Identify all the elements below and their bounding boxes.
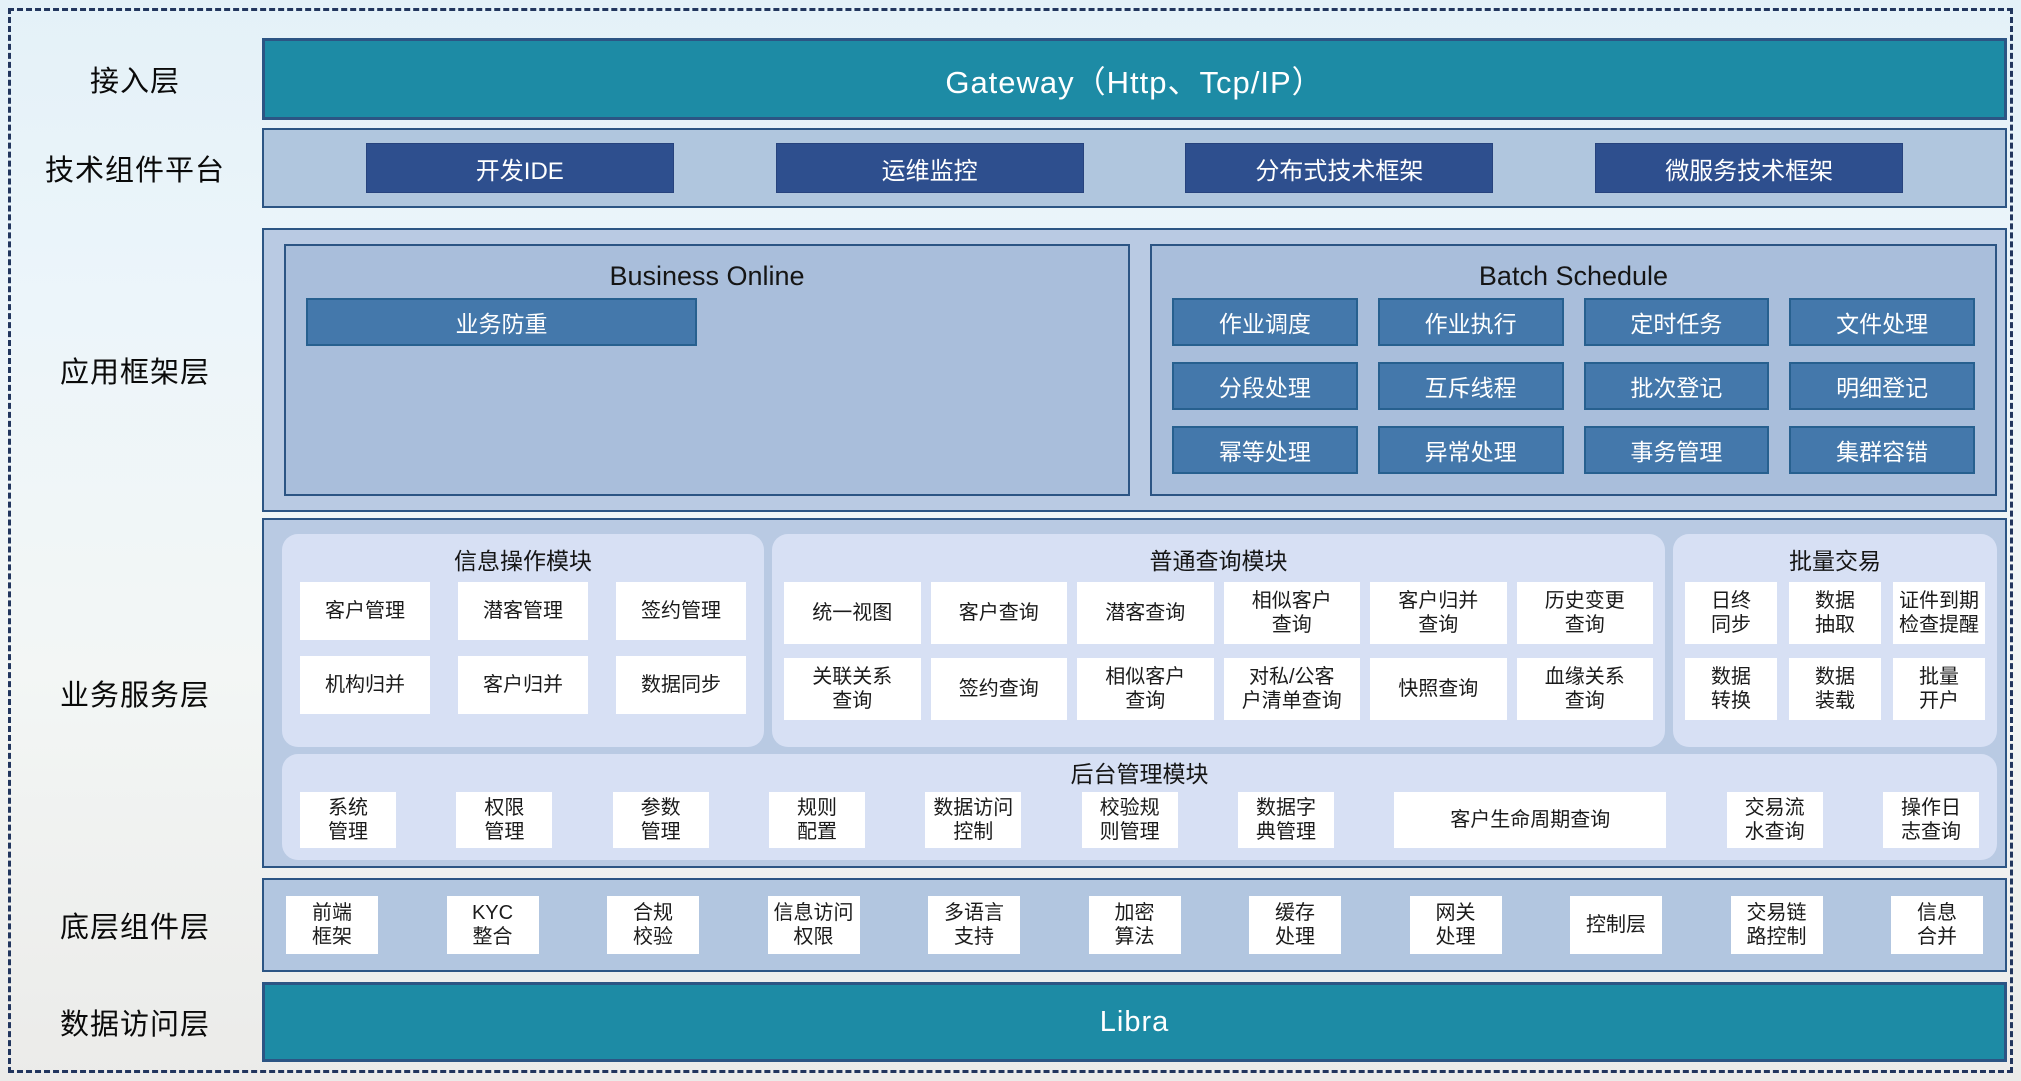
gateway-bar: Gateway（Http、Tcp/IP） [262,38,2007,120]
info-module-cell: 签约管理 [616,582,746,640]
admin-module-cell: 交易流 水查询 [1726,792,1823,848]
batch-trade-title: 批量交易 [1789,548,1881,574]
query-module-cell: 相似客户 查询 [1077,658,1214,720]
batch-schedule-grid: 作业调度作业执行定时任务文件处理分段处理互斥线程批次登记明细登记幂等处理异常处理… [1152,296,1995,474]
label-business-service: 业务服务层 [59,680,210,712]
batch-schedule-cell: 作业执行 [1377,298,1564,346]
info-module-cell: 客户管理 [300,582,430,640]
batch-schedule-cell: 文件处理 [1789,298,1975,346]
query-module-cell: 统一视图 [784,582,921,644]
batch-schedule-cell: 分段处理 [1172,362,1358,410]
base-component-cell: 合规 校验 [607,896,699,954]
admin-module-grid: 系统 管理 权限 管理 参数 管理 规则 配置 数据访问 控制 校验规 则管理 数据字 典管… [282,788,1997,848]
query-module-cell: 血缘关系 查询 [1516,658,1653,720]
query-module-panel: 普通查询模块 统一视图客户查询潜客查询相似客户 查询客户归并 查询历史变更 查询… [772,534,1665,747]
tech-platform-bar: 开发IDE 运维监控 分布式技术框架 微服务技术框架 [262,128,2007,208]
admin-module-panel: 后台管理模块 系统 管理 权限 管理 参数 管理 规则 配置 数据访问 控制 校验规 则管… [282,754,1997,860]
batch-schedule-panel: Batch Schedule 作业调度作业执行定时任务文件处理分段处理互斥线程批… [1150,244,1997,496]
label-base-components: 底层组件层 [59,912,210,944]
info-module-grid: 客户管理潜客管理签约管理机构归并客户归并数据同步 [282,578,764,714]
query-module-cell: 客户查询 [930,582,1067,644]
admin-module-cell: 数据字 典管理 [1237,792,1334,848]
query-module-cell: 相似客户 查询 [1223,582,1360,644]
info-module-cell: 机构归并 [300,656,430,714]
batch-schedule-title: Batch Schedule [1478,261,1669,291]
base-component-cell: 加密 算法 [1088,896,1181,954]
info-module-cell: 客户归并 [458,656,588,714]
batch-schedule-cell: 作业调度 [1172,298,1358,346]
business-online-cell: 业务防重 [306,298,697,346]
query-module-cell: 快照查询 [1370,658,1507,720]
tech-platform-button: 运维监控 [775,143,1084,193]
batch-trade-cell: 批量 开户 [1893,658,1985,720]
admin-module-cell: 规则 配置 [768,792,865,848]
business-online-title: Business Online [609,261,805,291]
batch-schedule-cell: 幂等处理 [1172,426,1358,474]
batch-trade-panel: 批量交易 日终 同步数据 抽取证件到期 检查提醒数据 转换数据 装载批量 开户 [1673,534,1997,747]
label-app-framework: 应用框架层 [59,357,210,389]
base-component-cell: 信息访问 权限 [767,896,860,954]
info-module-cell: 数据同步 [616,656,746,714]
base-component-cell: KYC 整合 [446,896,539,954]
query-module-cell: 潜客查询 [1077,582,1214,644]
admin-module-cell: 校验规 则管理 [1081,792,1178,848]
admin-module-cell: 参数 管理 [612,792,709,848]
business-online-grid: 业务防重 [286,296,1128,346]
batch-schedule-cell: 定时任务 [1583,298,1770,346]
batch-schedule-cell: 异常处理 [1377,426,1564,474]
gateway-title: Gateway（Http、Tcp/IP） [945,64,1324,100]
batch-schedule-cell: 事务管理 [1583,426,1770,474]
libra-title: Libra [1099,1005,1170,1038]
business-service-panel: 信息操作模块 客户管理潜客管理签约管理机构归并客户归并数据同步 普通查询模块 统… [262,518,2007,868]
business-online-panel: Business Online 业务防重 [284,244,1130,496]
info-module-title: 信息操作模块 [454,548,592,574]
label-tech-platform: 技术组件平台 [44,155,225,187]
admin-module-cell: 客户生命周期查询 [1394,792,1667,848]
libra-bar: Libra [262,982,2007,1062]
base-component-cell: 交易链 路控制 [1730,896,1823,954]
query-module-cell: 对私/公客 户清单查询 [1223,658,1360,720]
tech-platform-button: 分布式技术框架 [1185,143,1494,193]
batch-trade-cell: 证件到期 检查提醒 [1893,582,1985,644]
admin-module-title: 后台管理模块 [1070,761,1209,787]
batch-schedule-cell: 明细登记 [1789,362,1975,410]
base-component-cell: 信息 合并 [1891,896,1983,954]
query-module-grid: 统一视图客户查询潜客查询相似客户 查询客户归并 查询历史变更 查询关联关系 查询… [772,578,1665,720]
label-data-access: 数据访问层 [59,1009,210,1041]
base-component-cell: 前端 框架 [286,896,378,954]
base-component-cell: 缓存 处理 [1249,896,1341,954]
batch-schedule-cell: 互斥线程 [1377,362,1564,410]
tech-platform-button: 微服务技术框架 [1595,143,1904,193]
batch-schedule-cell: 批次登记 [1583,362,1770,410]
info-module-cell: 潜客管理 [458,582,588,640]
batch-trade-cell: 数据 转换 [1685,658,1777,720]
batch-schedule-cell: 集群容错 [1789,426,1975,474]
query-module-cell: 签约查询 [930,658,1067,720]
batch-trade-cell: 日终 同步 [1685,582,1777,644]
batch-trade-cell: 数据 抽取 [1789,582,1881,644]
admin-module-cell: 数据访问 控制 [925,792,1022,848]
batch-trade-grid: 日终 同步数据 抽取证件到期 检查提醒数据 转换数据 装载批量 开户 [1673,578,1997,720]
label-access-layer: 接入层 [89,66,180,98]
tech-platform-button: 开发IDE [365,143,674,193]
query-module-title: 普通查询模块 [1149,548,1288,574]
info-module-panel: 信息操作模块 客户管理潜客管理签约管理机构归并客户归并数据同步 [282,534,764,747]
batch-trade-cell: 数据 装载 [1789,658,1881,720]
base-components-panel: 前端 框架 KYC 整合 合规 校验 信息访问 权限 多语言 支持 加密 算法 缓存 处理 网… [262,878,2007,972]
base-component-cell: 控制层 [1570,896,1662,954]
app-framework-panel: Business Online 业务防重 Batch Schedule 作业调度… [262,228,2007,512]
admin-module-cell: 操作日 志查询 [1882,792,1979,848]
query-module-cell: 客户归并 查询 [1370,582,1507,644]
query-module-cell: 历史变更 查询 [1516,582,1653,644]
admin-module-cell: 系统 管理 [300,792,396,848]
base-component-cell: 网关 处理 [1409,896,1502,954]
base-component-cell: 多语言 支持 [928,896,1020,954]
admin-module-cell: 权限 管理 [456,792,553,848]
query-module-cell: 关联关系 查询 [784,658,921,720]
